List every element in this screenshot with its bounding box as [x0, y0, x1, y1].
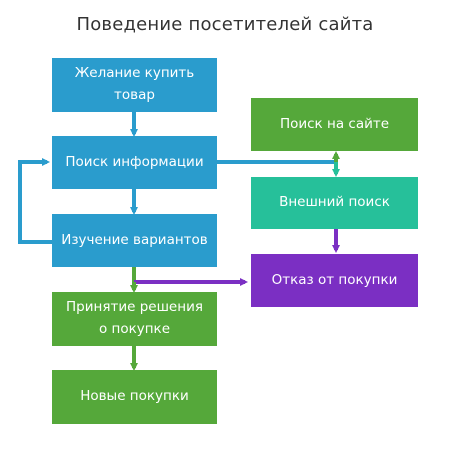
node-new-purchases: Новые покупки — [52, 370, 217, 424]
arrow-study-loop-back — [18, 158, 52, 244]
node-site-search: Поиск на сайте — [251, 98, 418, 151]
node-study-options: Изучение вариантов — [52, 214, 217, 267]
node-external-search: Внешний поиск — [251, 177, 418, 229]
node-refusal: Отказ от покупки — [251, 254, 418, 307]
node-desire: Желание купить товар — [52, 58, 217, 112]
node-decision: Принятие решения о покупке — [52, 292, 217, 346]
node-search-info: Поиск информации — [52, 136, 217, 189]
diagram-title: Поведение посетителей сайта — [76, 14, 374, 35]
